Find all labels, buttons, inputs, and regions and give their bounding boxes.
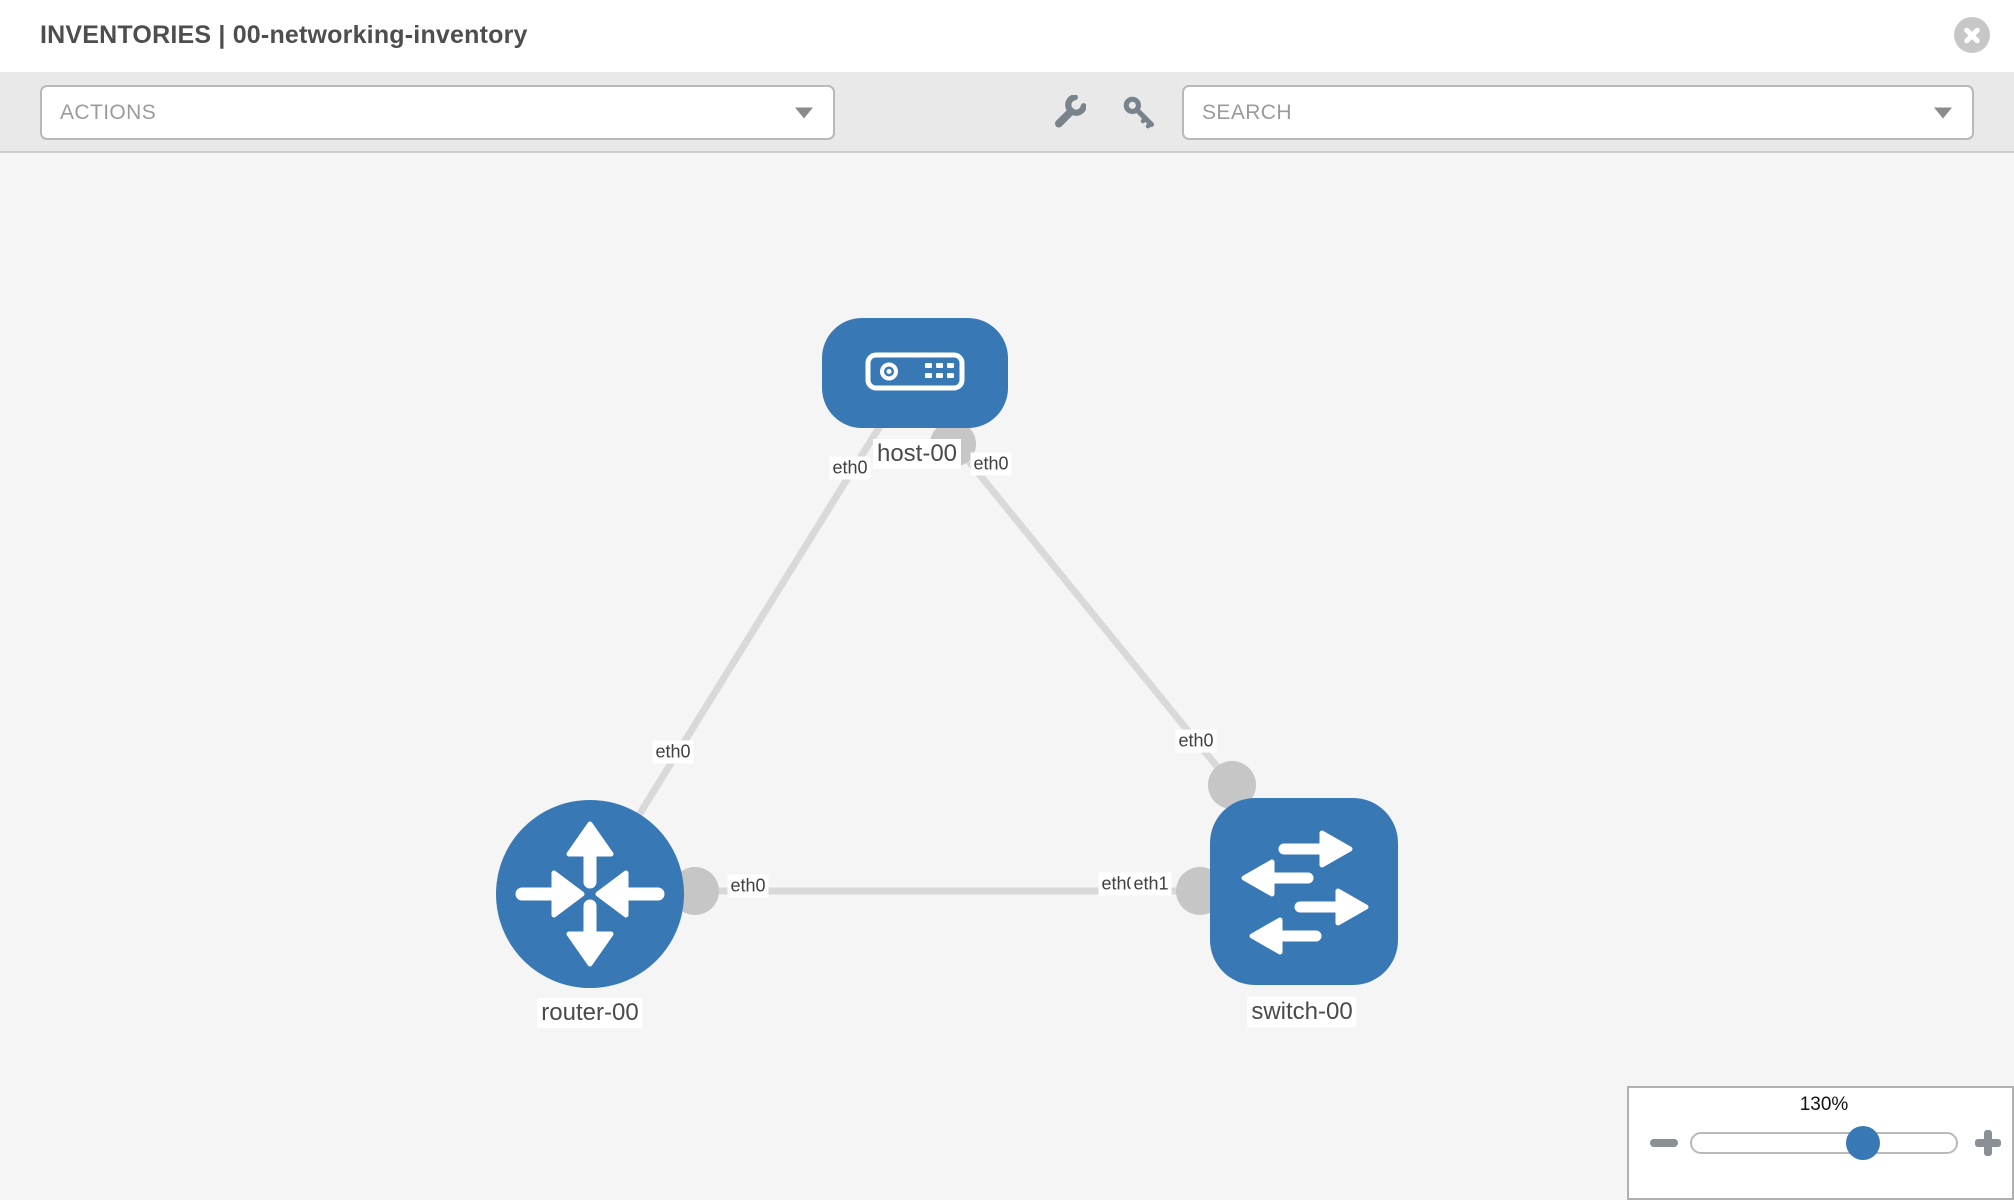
node-router-00[interactable] [496,800,684,988]
zoom-slider-thumb[interactable] [1846,1126,1880,1160]
connector-switch-top [1208,761,1256,809]
zoom-out-button[interactable] [1650,1139,1678,1147]
actions-dropdown[interactable]: ACTIONS [40,85,835,140]
node-host-00[interactable] [822,318,1008,428]
plus-icon [1984,1130,1992,1156]
interface-label-host-to-switch: eth0 [970,452,1012,476]
host-node-shape[interactable] [822,318,1008,428]
link-host-switch [950,439,1235,788]
close-button[interactable] [1954,17,1990,53]
credentials-key-button[interactable] [1116,85,1162,139]
node-label-switch: switch-00 [1247,997,1357,1027]
toolbar: ACTIONS SEARCH [0,72,2014,153]
page-title: INVENTORIES | 00-networking-inventory [40,21,528,49]
key-icon [1123,96,1155,129]
switch-icon [1241,830,1369,955]
interface-label-host-to-router: eth0 [829,456,871,480]
header: INVENTORIES | 00-networking-inventory [0,0,2014,74]
interface-label-router-to-switch: eth0 [727,874,769,898]
wrench-icon [1054,94,1087,128]
router-node-shape[interactable] [496,800,684,988]
zoom-control-panel: 130% [1627,1086,2014,1200]
search-dropdown[interactable]: SEARCH [1182,85,1974,140]
host-icon [865,352,965,391]
switch-node-shape[interactable] [1210,798,1398,985]
node-switch-00[interactable] [1210,798,1398,985]
router-icon [515,821,665,967]
zoom-percentage: 130% [1799,1094,1849,1115]
link-lines [587,424,1235,896]
interface-label-switch-to-host: eth0 [1175,729,1217,753]
interface-connectors [671,421,1256,915]
chevron-down-icon [1934,107,1952,118]
chevron-down-icon [795,107,813,118]
zoom-slider-track[interactable] [1690,1132,1958,1154]
interface-label-router-to-host: eth0 [652,740,694,764]
node-label-host: host-00 [872,439,962,469]
key-management-wrench-button[interactable] [1046,85,1092,139]
zoom-in-button[interactable] [1975,1130,2001,1156]
interface-label-switch-back: eth0 [1098,872,1140,896]
node-label-router: router-00 [537,998,643,1028]
actions-dropdown-label: ACTIONS [60,101,157,124]
interface-label-switch-to-router: eth1 [1130,872,1172,896]
search-placeholder: SEARCH [1202,101,1292,124]
